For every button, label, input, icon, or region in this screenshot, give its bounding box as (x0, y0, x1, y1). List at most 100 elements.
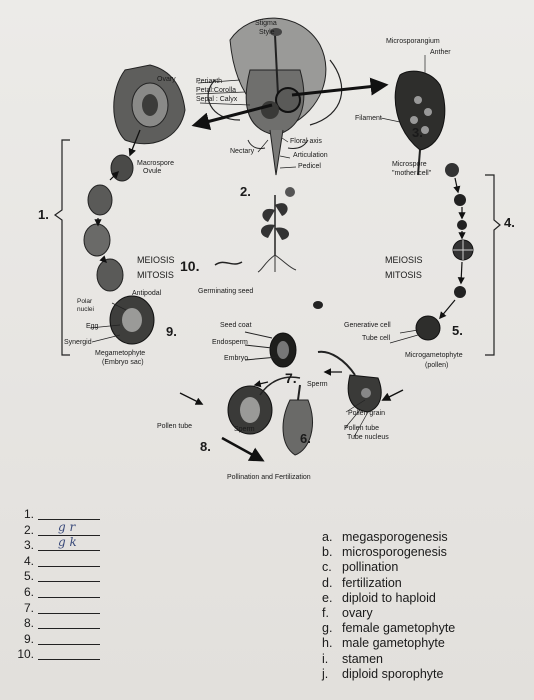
label-macrospore: Macrospore (137, 160, 174, 167)
answer-blank[interactable] (38, 659, 100, 661)
answer-blank[interactable] (38, 565, 100, 567)
pistil-illustration (282, 384, 313, 456)
label-sepal-calyx: Sepal : Calyx (196, 96, 238, 103)
answer-number: 6. (23, 584, 34, 599)
answer-value: g r (58, 519, 76, 534)
label-perianth: Perianth (196, 78, 223, 85)
label-anther: Anther (430, 49, 451, 56)
answer-number: 4. (23, 553, 34, 568)
answer-number: 1. (23, 507, 34, 521)
label-pedicel: Pedicel (298, 163, 321, 170)
answer-row-8: 8. (8, 615, 103, 631)
label-sperm-top: Sperm (307, 381, 328, 388)
diagram-number-1: 1. (38, 207, 49, 222)
label-pollen-tube-left: Pollen tube (157, 423, 193, 430)
label-petal-corolla: Petal:Corolla (196, 87, 237, 94)
diagram-number-6: 6. (300, 431, 311, 446)
diagram-number-2: 2. (240, 184, 251, 199)
answer-number: 9. (23, 631, 34, 646)
label-pollen: (pollen) (425, 362, 449, 369)
option-a: a.megasporogenesis (322, 530, 448, 544)
answer-row-10: 10. (8, 646, 103, 662)
option-d: d.fertilization (322, 575, 402, 590)
label-sperm-bottom: Sperm (234, 426, 255, 433)
label-microgametophyte: Microgametophyte (405, 352, 463, 359)
label-floral-axis: Floral axis (290, 138, 322, 145)
label-nectary: Nectary (230, 148, 255, 155)
answer-row-3: 3. g k (8, 535, 103, 553)
flower-illustration (207, 17, 343, 176)
answer-row-2: 2. g r (8, 519, 103, 538)
label-polar-nuclei: Polar nuclei (77, 298, 94, 313)
megaspore-sequence (83, 154, 155, 345)
option-h: h.male gametophyte (322, 636, 445, 651)
answer-row-9: 9. (8, 631, 103, 647)
answer-number: 10. (17, 647, 34, 662)
answer-number: 7. (23, 600, 34, 615)
label-antipodal: Antipodal (132, 290, 162, 297)
option-c: c.pollination (322, 560, 399, 575)
angiosperm-life-cycle-diagram: Stigma Style Microsporangium Anther Ovar… (38, 17, 515, 481)
label-seed-coat: Seed coat (220, 322, 252, 329)
diagram-drawing (53, 17, 501, 462)
seed-illustration (269, 332, 297, 368)
answer-blank[interactable] (38, 596, 100, 598)
answer-row-7: 7. (8, 600, 103, 616)
option-f: f.ovary (322, 606, 373, 621)
option-i: i.stamen (322, 651, 383, 666)
label-microsporangium: Microsporangium (386, 38, 440, 45)
answer-number: 2. (23, 522, 34, 537)
answer-row-1: 1. (8, 506, 103, 522)
label-microspore-mother-cell: Microspore "mother cell" (392, 161, 432, 177)
option-list: a.megasporogenesis b.microsporogenesis c… (322, 530, 455, 682)
label-meiosis-right: MEIOSIS (385, 255, 423, 265)
label-pollen-grain: Pollen grain (348, 410, 385, 417)
label-megametophyte: Megametophyte (95, 350, 146, 357)
answer-number: 8. (23, 616, 34, 631)
label-style: Style (259, 29, 275, 36)
answer-value: g k (58, 535, 77, 550)
option-j: j.diploid sporophyte (322, 666, 444, 681)
label-mitosis-right: MITOSIS (385, 270, 422, 280)
pollen-grain-illustration (317, 350, 382, 413)
label-articulation: Articulation (293, 152, 328, 159)
answer-blank[interactable] (38, 534, 100, 536)
label-embryo: Embryo (224, 355, 249, 362)
diagram-number-3: 3. (412, 125, 423, 140)
option-b: b.microsporogenesis (322, 545, 447, 560)
label-stigma: Stigma (255, 20, 277, 27)
diagram-number-5: 5. (452, 323, 463, 338)
answer-number: 5. (23, 569, 34, 584)
label-mitosis-left: MITOSIS (137, 270, 174, 280)
answer-row-4: 4. (8, 553, 103, 569)
label-meiosis-left: MEIOSIS (137, 255, 175, 265)
label-generative-cell: Generative cell (344, 322, 391, 329)
label-filament: Filament (355, 115, 382, 122)
fertilized-ovule-illustration (227, 376, 301, 435)
ovary-illustration (113, 64, 186, 145)
answer-blank[interactable] (38, 550, 100, 552)
label-endosperm: Endosperm (212, 339, 248, 346)
diagram-number-4: 4. (504, 215, 515, 230)
diagram-number-9: 9. (166, 324, 177, 339)
label-tube-cell: Tube cell (362, 335, 391, 342)
answer-row-5: 5. (8, 568, 103, 584)
anther-illustration (394, 70, 446, 176)
diagram-number-8: 8. (200, 439, 211, 454)
answer-blank[interactable] (38, 643, 100, 645)
answer-blank[interactable] (38, 612, 100, 614)
label-pollen-tube-right: Pollen tube (344, 425, 380, 432)
label-ovary: Ovary (157, 76, 176, 83)
label-egg: Egg (86, 323, 99, 330)
answer-blank[interactable] (38, 519, 100, 520)
answer-list: 1. 2. g r 3. g k 4. 5. 6. (8, 506, 103, 662)
answer-blank[interactable] (38, 628, 100, 630)
germinating-seed-icon (214, 261, 243, 266)
label-germinating-seed: Germinating seed (198, 288, 254, 295)
answer-blank[interactable] (38, 581, 100, 583)
label-embryo-sac: (Embryo sac) (102, 359, 144, 366)
option-g: g.female gametophyte (322, 621, 456, 636)
answer-row-6: 6. (8, 584, 103, 600)
diagram-number-7: 7. (285, 370, 297, 386)
